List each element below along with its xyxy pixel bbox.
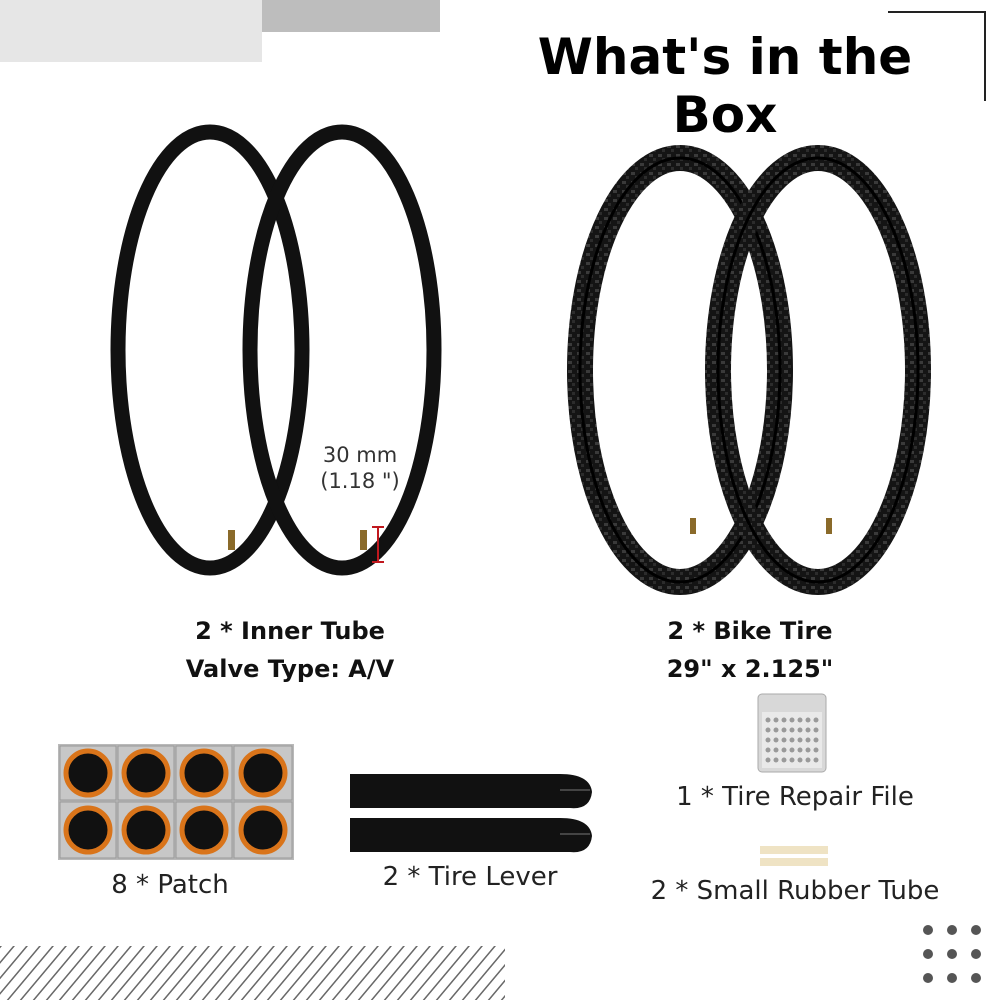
patch-label: 8 * Patch xyxy=(111,870,229,900)
dot-grid-decor xyxy=(923,925,981,983)
small-rubber-tube-label: 2 * Small Rubber Tube xyxy=(650,876,940,906)
corner-frame-line-vertical xyxy=(984,11,986,101)
bike-tire-label: 2 * Bike Tire xyxy=(667,617,833,645)
header-decor-light-block xyxy=(0,0,262,62)
tire-repair-file-label: 1 * Tire Repair File xyxy=(676,782,914,812)
corner-frame-line-horizontal xyxy=(888,11,986,13)
inner-tube-label: 2 * Inner Tube xyxy=(195,617,385,645)
bike-tire-size: 29" x 2.125" xyxy=(666,655,834,683)
tire-lever-label: 2 * Tire Lever xyxy=(382,862,558,892)
page-title: What's in the Box xyxy=(537,28,913,144)
inner-tube-valve-type: Valve Type: A/V xyxy=(185,655,395,683)
tube-width-mm: 30 mm xyxy=(322,443,398,467)
diagonal-stripes-decor xyxy=(0,946,505,1000)
header-decor-mid-block xyxy=(262,0,440,32)
tube-width-inch: (1.18 ") xyxy=(320,469,400,493)
